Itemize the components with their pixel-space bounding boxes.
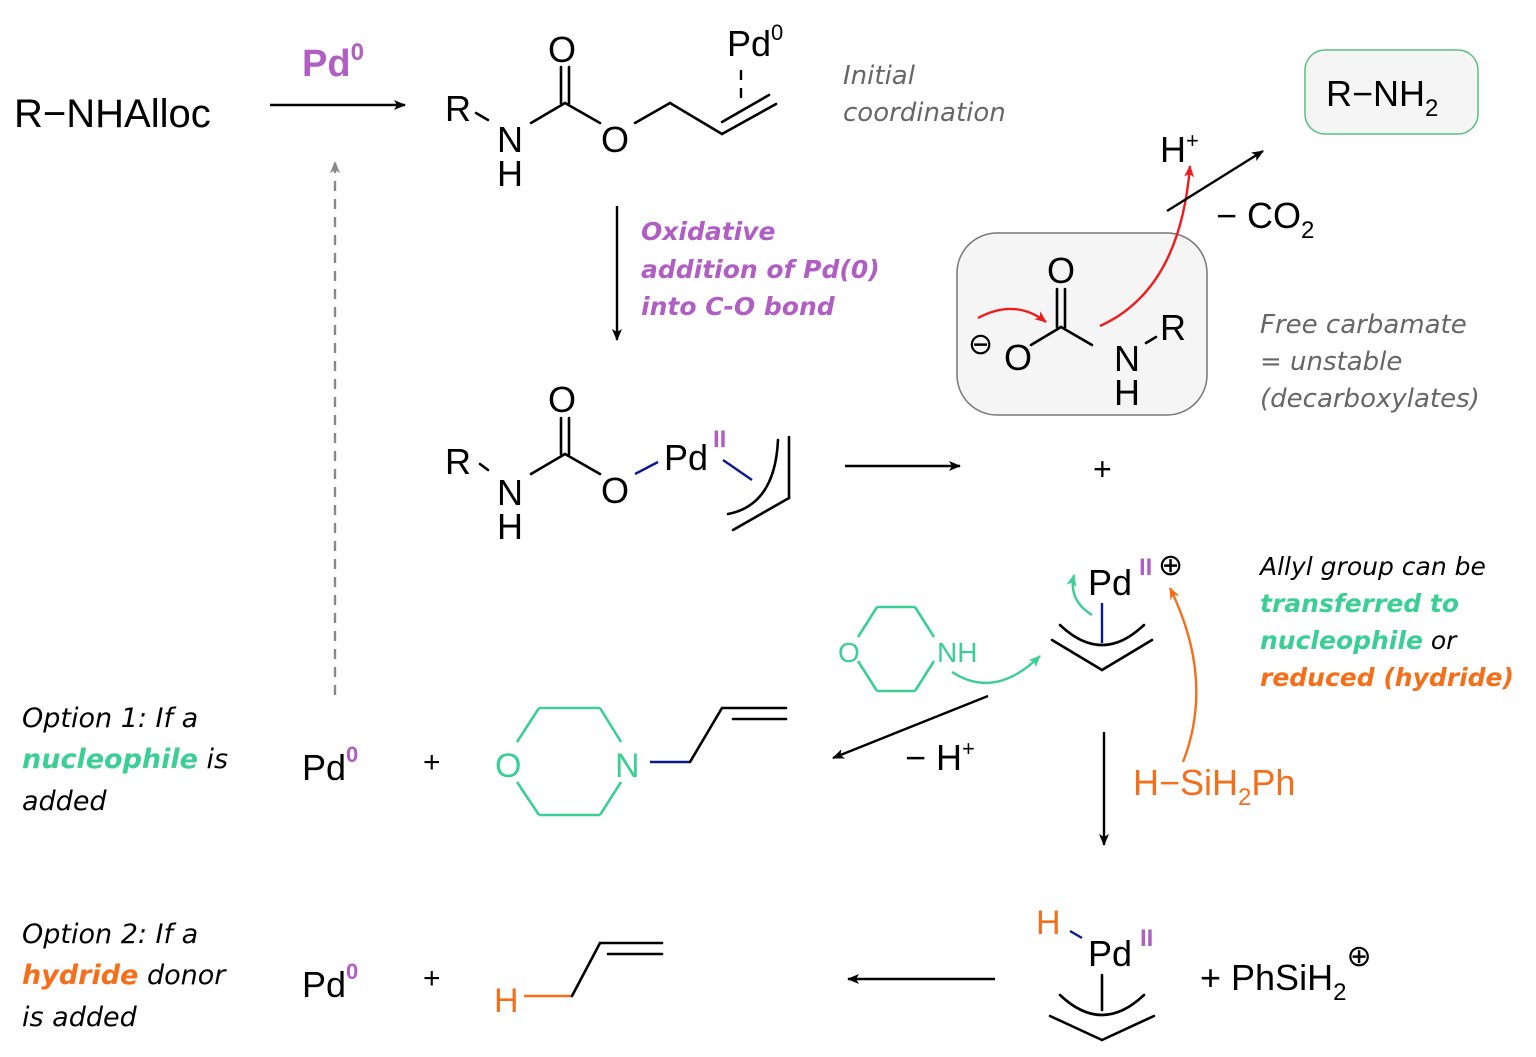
option1-plus: + [423, 746, 441, 779]
svg-text:Pd: Pd [1088, 562, 1132, 603]
svg-text:N: N [497, 119, 523, 160]
svg-text:(decarboxylates): (decarboxylates) [1260, 384, 1480, 414]
svg-text:R: R [445, 88, 471, 129]
svg-text:Pd: Pd [1088, 933, 1132, 974]
svg-text:Pd0: Pd0 [727, 20, 783, 64]
note-initial-coordination-2: coordination [843, 98, 1006, 128]
svg-text:O: O [495, 747, 521, 785]
svg-text:into C-O bond: into C-O bond [641, 292, 836, 321]
svg-text:hydride donor: hydride donor [22, 960, 227, 991]
hydride-pd-complex: H Pd II [1036, 904, 1156, 1042]
svg-text:II: II [1140, 925, 1153, 952]
pd-carbamate-complex: R N H O O Pd II [445, 379, 791, 547]
svg-text:O: O [838, 637, 860, 668]
svg-text:Allyl group can be: Allyl group can be [1258, 552, 1486, 581]
svg-text:H: H [1036, 904, 1061, 942]
arrow-decarboxylation [1166, 149, 1264, 213]
option1-label: Option 1: If a nucleophile is added [22, 703, 228, 817]
reagent-pd0: Pd0 [302, 39, 364, 85]
option2-label: Option 2: If a hydride donor is added [22, 919, 227, 1033]
svg-text:O: O [548, 379, 576, 420]
propene-product: H [494, 941, 664, 1020]
svg-text:⊖: ⊖ [968, 328, 993, 361]
svg-text:II: II [713, 426, 726, 453]
svg-text:Pd: Pd [664, 437, 708, 478]
svg-text:H: H [497, 506, 523, 547]
svg-text:Option 1: If a: Option 1: If a [22, 703, 198, 734]
note-oxidative-addition: Oxidative addition of Pd(0) into C-O bon… [641, 217, 880, 321]
svg-text:N: N [615, 747, 640, 785]
silyl-cation: + PhSiH2⊕ [1200, 940, 1372, 1006]
svg-text:O: O [601, 119, 629, 160]
svg-text:reduced (hydride): reduced (hydride) [1260, 663, 1514, 692]
start-material: R−NHAlloc [14, 92, 211, 136]
carbamate-box [956, 232, 1208, 416]
svg-text:R: R [445, 441, 471, 482]
svg-text:N: N [1114, 338, 1140, 379]
proton: H+ [1160, 128, 1199, 170]
svg-text:Free carbamate: Free carbamate [1260, 310, 1467, 340]
option2-plus: + [423, 962, 441, 995]
svg-text:nucleophile is: nucleophile is [22, 744, 228, 775]
svg-text:II: II [1139, 554, 1152, 581]
svg-text:O: O [601, 470, 629, 511]
allyl-morpholine-product: O N [495, 706, 788, 817]
note-free-carbamate: Free carbamate = unstable (decarboxylate… [1260, 310, 1480, 414]
svg-text:added: added [22, 786, 107, 817]
arrow-to-option1 [832, 694, 989, 760]
svg-text:is added: is added [22, 1002, 138, 1033]
svg-text:N: N [497, 472, 523, 513]
svg-text:H: H [1114, 372, 1140, 413]
svg-text:addition of Pd(0): addition of Pd(0) [641, 255, 880, 284]
svg-text:Option 2: If a: Option 2: If a [22, 919, 198, 950]
svg-text:R: R [1160, 307, 1186, 348]
minus-proton: − H+ [905, 736, 975, 778]
svg-text:H: H [497, 153, 523, 194]
product-amine: R−NH2 [1326, 73, 1438, 122]
svg-text:nucleophile or: nucleophile or [1260, 626, 1458, 655]
option1-pd0: Pd0 [302, 742, 358, 788]
svg-text:transferred to: transferred to [1260, 589, 1459, 618]
svg-text:O: O [1047, 250, 1075, 291]
svg-text:O: O [1004, 337, 1032, 378]
svg-text:H: H [494, 982, 519, 1020]
svg-text:⊕: ⊕ [1158, 549, 1183, 582]
svg-text:O: O [548, 29, 576, 70]
note-initial-coordination: Initial [843, 61, 916, 91]
svg-text:= unstable: = unstable [1260, 347, 1402, 377]
option2-pd0: Pd0 [302, 959, 358, 1005]
morpholine: O NH [838, 605, 1041, 693]
svg-text:Oxidative: Oxidative [641, 217, 776, 246]
plus-sign: + [1093, 451, 1112, 487]
product-box [1304, 49, 1479, 135]
coordination-complex: R N H O O Pd0 [445, 20, 783, 194]
allyl-pd-cation: Pd II ⊕ [1050, 549, 1183, 672]
hydride-attack-arrow [1168, 587, 1198, 763]
note-allyl: Allyl group can be transferred to nucleo… [1258, 552, 1514, 692]
minus-co2: − CO2 [1216, 195, 1314, 244]
free-carbamate: ⊖ O O N H R [968, 165, 1195, 413]
phenylsilane: H−SiH2Ph [1133, 762, 1295, 811]
svg-text:NH: NH [937, 637, 977, 668]
